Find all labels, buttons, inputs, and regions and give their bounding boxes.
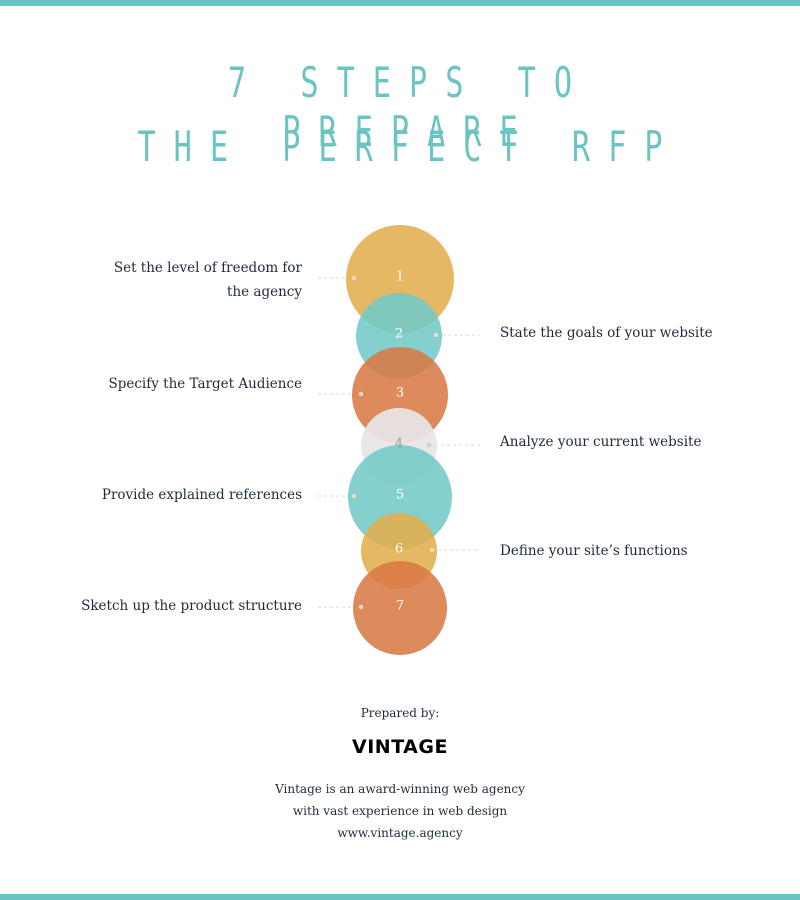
- top-accent-bar: [0, 0, 800, 6]
- step-7-circle: [353, 561, 447, 655]
- step-5-dot: [351, 493, 357, 499]
- step-4-number: 4: [395, 437, 403, 452]
- step-6-number: 6: [395, 542, 403, 557]
- step-2-dot: [433, 332, 439, 338]
- step-5-number: 5: [396, 488, 404, 503]
- step-7-number: 7: [396, 599, 404, 614]
- step-4-label: Analyze your current website: [500, 434, 702, 450]
- title-line-2: THE PERFECT RFP: [137, 122, 681, 171]
- step-3-number: 3: [396, 386, 404, 401]
- step-6-label: Define your site’s functions: [500, 543, 688, 559]
- step-1-number: 1: [396, 270, 404, 285]
- step-2-number: 2: [395, 327, 403, 342]
- steps-diagram: 1 2 3 4 5 6 7: [318, 225, 480, 655]
- step-7-dot: [358, 604, 364, 610]
- step-3-dot: [358, 391, 364, 397]
- bottom-accent-bar: [0, 894, 800, 900]
- prepared-by-label: Prepared by:: [360, 706, 440, 720]
- step-1-label: Set the level of freedom for the agency: [113, 260, 302, 300]
- title-line-1: 7 STEPS TO PREPARE: [227, 58, 591, 156]
- description-line-2: with vast experience in web design: [292, 804, 508, 818]
- description-line-1: Vintage is an award-winning web agency: [275, 782, 525, 796]
- agency-website-link[interactable]: www.vintage.agency: [337, 826, 463, 840]
- step-7-label: Sketch up the product structure: [81, 598, 302, 614]
- agency-description: Vintage is an award-winning web agency w…: [0, 778, 800, 844]
- step-1-dot: [351, 275, 357, 281]
- step-4-dot: [426, 442, 432, 448]
- step-2-label: State the goals of your website: [500, 325, 713, 341]
- step-6-dot: [429, 547, 435, 553]
- step-5-label: Provide explained references: [101, 487, 302, 503]
- step-3-label: Specify the Target Audience: [108, 376, 302, 392]
- vintage-logo: VINTAGE: [352, 736, 448, 758]
